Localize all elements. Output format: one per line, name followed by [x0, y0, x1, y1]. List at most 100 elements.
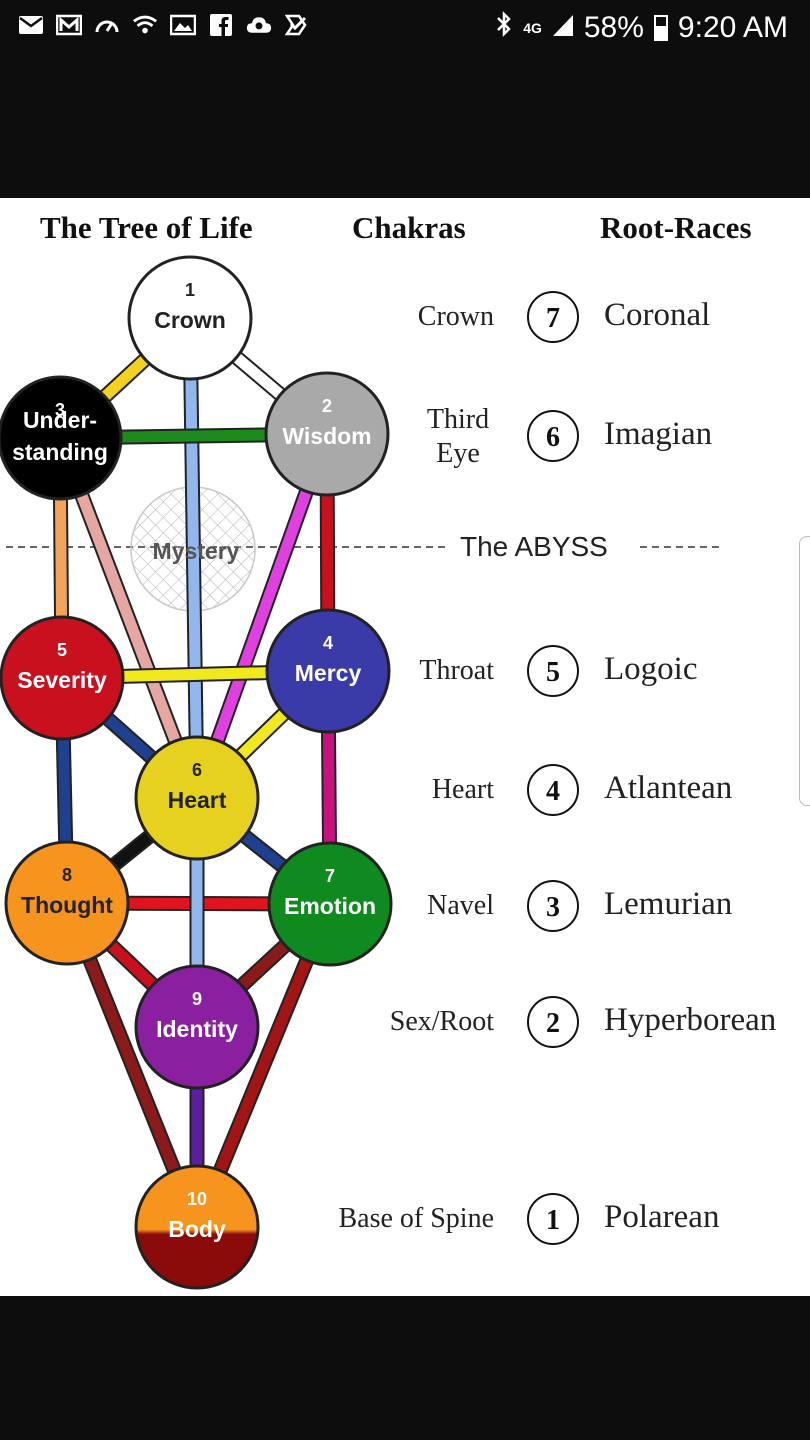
header-tree-of-life: The Tree of Life	[40, 210, 253, 245]
race-name: Atlantean	[604, 770, 732, 806]
sephira-number: 1	[185, 280, 195, 300]
chakra-label: Third	[427, 404, 489, 435]
sephira-number: 7	[325, 866, 335, 886]
race-name: Lemurian	[604, 886, 732, 922]
sephira-label: Severity	[17, 667, 107, 693]
header-root-races: Root-Races	[600, 210, 752, 245]
speedometer-icon	[94, 12, 120, 38]
race-number-circle	[527, 764, 579, 816]
status-right: 4G 58% 9:20 AM	[495, 10, 788, 46]
path-wisdom-heart	[191, 432, 333, 800]
image-icon	[170, 12, 196, 38]
mail-icon	[18, 12, 44, 38]
sephira-circle	[127, 255, 253, 381]
path-understanding-heart	[54, 436, 203, 800]
sephira-number: 8	[62, 865, 72, 885]
notification-icons	[18, 12, 310, 38]
sephira-label: Under-	[23, 407, 97, 433]
bluetooth-icon	[495, 10, 513, 46]
wifi-icon	[132, 12, 158, 38]
sephira-number: 6	[192, 760, 202, 780]
sephira-label: Heart	[168, 787, 227, 813]
check-icon	[284, 12, 310, 38]
race-number: 2	[546, 1008, 560, 1039]
race-number: 1	[546, 1205, 560, 1236]
race-number: 5	[546, 657, 560, 688]
image-viewer[interactable]: The Tree of Life Chakras Root-Races The …	[0, 198, 810, 1296]
race-number: 3	[546, 892, 560, 923]
row-polarean: Base of Spine 1 Polarean	[338, 1193, 719, 1245]
chakra-label: Throat	[419, 655, 494, 686]
chakra-label: Eye	[436, 438, 480, 469]
sephira-number: 4	[323, 633, 333, 653]
signal-icon	[552, 11, 574, 45]
network-type: 4G	[523, 20, 542, 36]
race-number: 4	[546, 776, 560, 807]
sephira-number: 2	[322, 396, 332, 416]
race-name: Hyperborean	[604, 1002, 776, 1038]
sephira-circle	[134, 964, 260, 1090]
sephira-circle	[134, 1164, 260, 1290]
race-name: Coronal	[604, 297, 710, 333]
facebook-icon	[208, 12, 234, 38]
sephira-circle	[0, 615, 125, 741]
race-name: Polarean	[604, 1199, 719, 1235]
sephira-label: Thought	[21, 892, 113, 918]
side-panel-handle[interactable]	[799, 536, 810, 806]
sephira-label: Crown	[154, 307, 226, 333]
sephira-label: Mercy	[295, 660, 362, 686]
sephira-label: Wisdom	[282, 423, 371, 449]
race-number: 7	[546, 303, 560, 334]
chakra-label: Sex/Root	[390, 1006, 494, 1037]
sephira-label: Body	[168, 1216, 226, 1242]
sephira-label: Emotion	[284, 893, 376, 919]
battery-level	[655, 26, 666, 39]
sephira-number: 10	[187, 1189, 207, 1209]
sephira-circle	[0, 375, 123, 501]
race-number-circle	[527, 291, 579, 343]
tree-sephiroth: 1Crown2Wisdom3Under-standing5Severity4Me…	[0, 255, 393, 1290]
sephira-number: 5	[57, 640, 67, 660]
chakra-label: Base of Spine	[338, 1203, 494, 1234]
clock: 9:20 AM	[677, 11, 788, 44]
sephira-number: 9	[192, 989, 202, 1009]
tree-of-life-diagram: The Tree of Life Chakras Root-Races The …	[0, 210, 776, 1290]
sephira-circle	[134, 735, 260, 861]
race-number: 6	[546, 422, 560, 453]
race-number-circle	[527, 410, 579, 462]
row-lemurian: Navel 3 Lemurian	[427, 880, 732, 932]
sephira-label: standing	[12, 439, 108, 465]
chakra-label: Navel	[427, 890, 494, 921]
chakra-label: Heart	[432, 774, 494, 805]
mystery-label: Mystery	[153, 538, 240, 564]
battery-percent: 58%	[583, 11, 644, 44]
abyss-label: The ABYSS	[460, 531, 608, 562]
row-hyperborean: Sex/Root 2 Hyperborean	[390, 996, 776, 1048]
sephira-circle	[267, 841, 393, 967]
sephira-label: Identity	[156, 1016, 238, 1042]
sephira-circle	[4, 840, 130, 966]
race-number-circle	[527, 1193, 579, 1245]
row-logoic: Throat 5 Logoic	[419, 645, 697, 697]
row-atlantean: Heart 4 Atlantean	[432, 764, 732, 816]
race-name: Logoic	[604, 651, 697, 687]
path-crown-heart	[184, 317, 203, 799]
header-chakras: Chakras	[352, 210, 466, 245]
race-name: Imagian	[604, 416, 712, 452]
sephira-circle	[264, 371, 390, 497]
race-number-circle	[527, 996, 579, 1048]
row-coronal: Crown 7 Coronal	[418, 291, 710, 343]
chakra-label: Crown	[418, 301, 494, 332]
battery-icon	[653, 15, 668, 41]
